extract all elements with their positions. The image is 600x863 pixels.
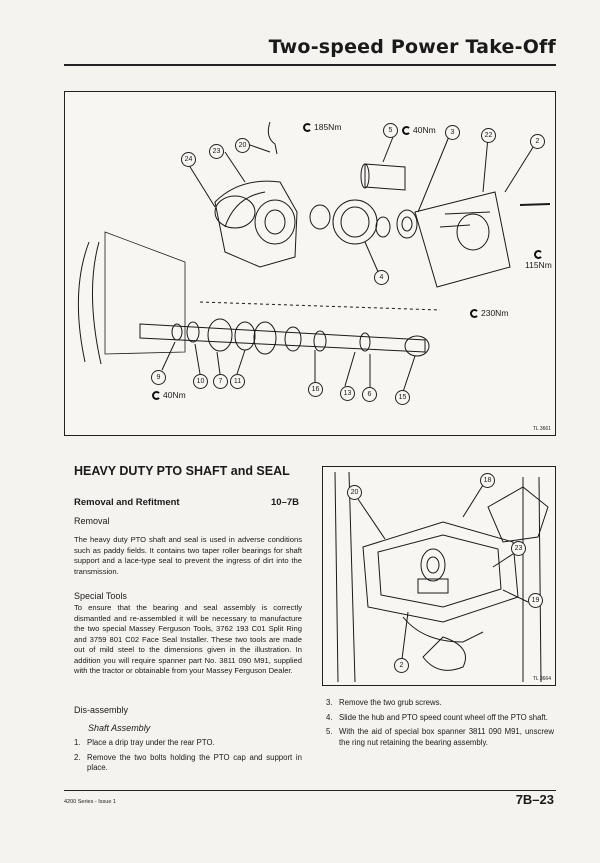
callout-23: 23 [209,144,224,159]
shaft-assembly-label: Shaft Assembly [88,723,151,733]
disassembly-label: Dis-assembly [74,705,129,715]
detail-figure: 20 18 23 19 2 TL 3664 [322,466,556,686]
figure-ref: TL 3664 [532,676,551,682]
title-rule [64,64,556,66]
sub-heading: Removal and Refitment [74,497,180,508]
callout-11: 11 [230,374,245,389]
steps-left: 1.Place a drip tray under the rear PTO. … [74,738,302,778]
torque-40-bottom: 40Nm [152,390,186,400]
special-tools-paragraph: To ensure that the bearing and seal asse… [74,603,302,675]
callout-22: 22 [481,128,496,143]
callout-16: 16 [308,382,323,397]
torque-40-top: 40Nm [402,125,436,135]
footer-rule [64,790,556,791]
special-tools-label: Special Tools [74,591,127,601]
callout-9: 9 [151,370,166,385]
exploded-view-illustration [77,121,551,393]
torque-arrow-icon [533,250,543,259]
exploded-view-figure: 185Nm 40Nm 115Nm 230Nm 40Nm 20 23 24 5 3… [64,91,556,436]
steps-right: 3.Remove the two grub screws. 4.Slide th… [326,698,554,752]
callout-20: 20 [235,138,250,153]
removal-label: Removal [74,516,110,526]
torque-arrow-icon [303,122,312,132]
figure-ref: TL 3661 [532,426,551,432]
page-number: 7B–23 [515,792,554,807]
callout-19: 19 [528,593,543,608]
footer-issue: 4200 Series - Issue 1 [64,799,116,805]
torque-230: 230Nm [470,308,508,318]
step-item: 2.Remove the two bolts holding the PTO c… [74,752,302,773]
callout-18: 18 [480,473,495,488]
page-title: Two-speed Power Take-Off [268,36,556,58]
step-item: 4.Slide the hub and PTO speed count whee… [326,712,548,722]
section-heading: HEAVY DUTY PTO SHAFT and SEAL [74,464,290,478]
callout-24: 24 [181,152,196,167]
callout-3: 3 [445,125,460,140]
torque-arrow-icon [152,390,161,400]
callout-23: 23 [511,541,526,556]
step-item: 1.Place a drip tray under the rear PTO. [74,738,215,747]
callout-7: 7 [213,374,228,389]
callout-4: 4 [374,270,389,285]
step-item: 3.Remove the two grub screws. [326,698,442,707]
callout-13: 13 [340,386,355,401]
intro-paragraph: The heavy duty PTO shaft and seal is use… [74,535,302,576]
section-ref: 10–7B [271,497,299,508]
torque-arrow-icon [470,308,479,318]
callout-2: 2 [394,658,409,673]
callout-15: 15 [395,390,410,405]
callout-5: 5 [383,123,398,138]
torque-arrow-icon [402,125,411,135]
torque-115: 115Nm [525,250,552,270]
step-item: 5.With the aid of special box spanner 38… [326,727,554,747]
callout-6: 6 [362,387,377,402]
callout-20: 20 [347,485,362,500]
torque-185: 185Nm [303,122,341,132]
callout-10: 10 [193,374,208,389]
callout-2: 2 [530,134,545,149]
detail-illustration [334,471,549,683]
